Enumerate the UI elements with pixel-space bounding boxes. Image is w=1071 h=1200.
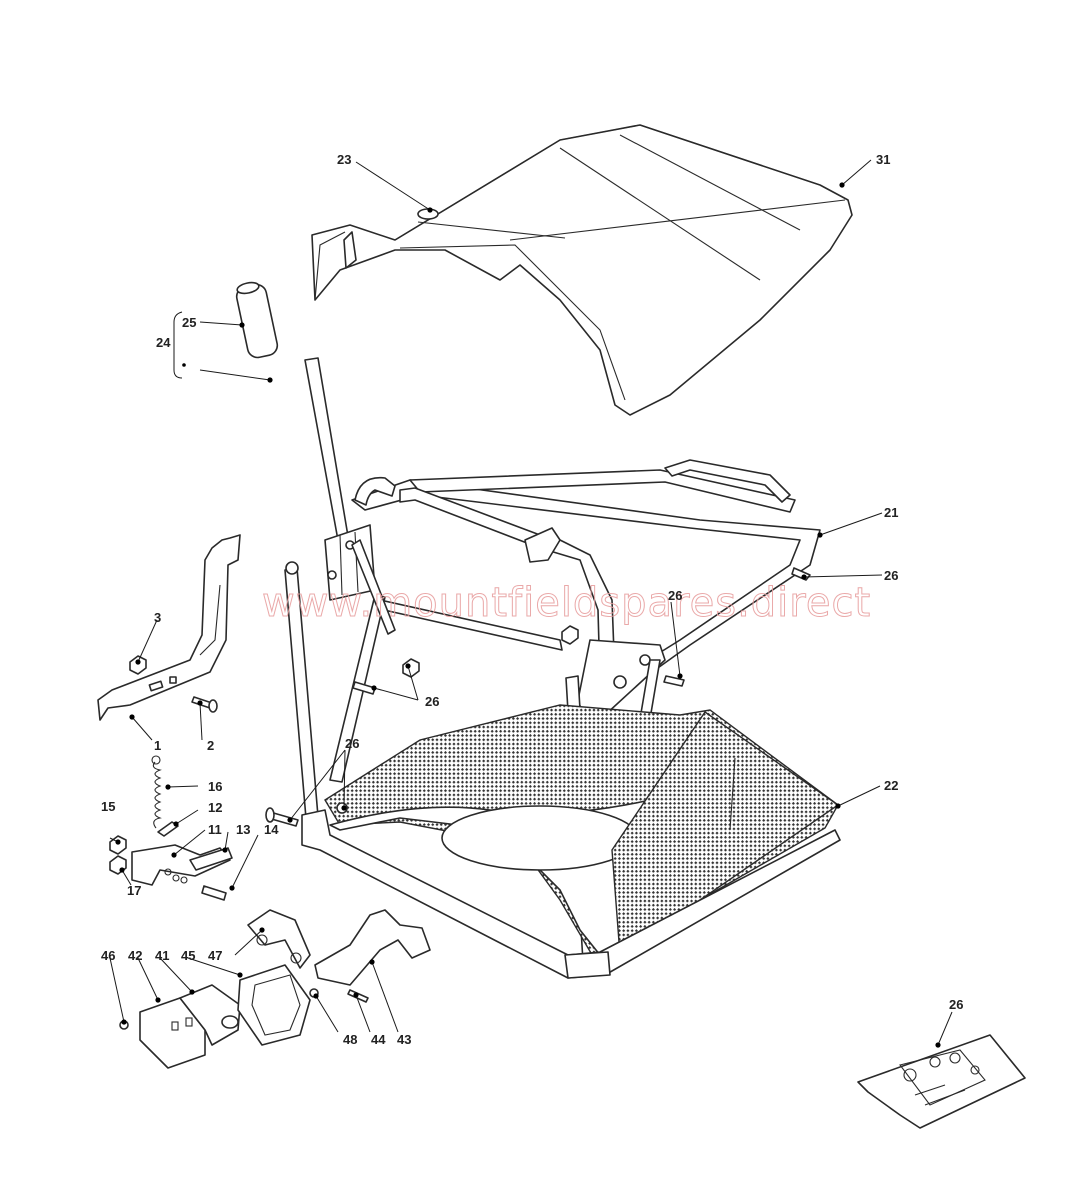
- latch-assembly: [119, 909, 431, 1069]
- bolt-part-12: [157, 821, 179, 837]
- grass-collector-bag: [301, 704, 841, 979]
- bolt-part-14: [201, 885, 227, 901]
- callout-24: 24: [156, 335, 171, 350]
- lever-handle-assembly: [235, 281, 353, 563]
- leader-lines: [109, 159, 953, 1046]
- callout-46: 46: [101, 948, 115, 963]
- latch-plates: [131, 844, 233, 886]
- callout-16: 16: [208, 779, 222, 794]
- callout-14: 14: [264, 822, 279, 837]
- callout-42: 42: [128, 948, 142, 963]
- grass-box-cover: [311, 124, 853, 416]
- nut-part-3: [129, 655, 147, 675]
- callout-25: 25: [182, 315, 196, 330]
- spring-part-16: [151, 755, 162, 829]
- callout-17: 17: [127, 883, 141, 898]
- callout-13: 13: [236, 822, 250, 837]
- callout-44: 44: [371, 1032, 386, 1047]
- callout-23: 23: [337, 152, 351, 167]
- callout-labels: 23 31 25 24 21 26 26 26 26 26 3 1 2 16 1…: [101, 152, 963, 1047]
- callout-2: 2: [207, 738, 214, 753]
- callout-47: 47: [208, 948, 222, 963]
- callout-26: 26: [949, 997, 963, 1012]
- callout-11: 11: [208, 822, 222, 837]
- callout-26: 26: [345, 736, 359, 751]
- callout-45: 45: [181, 948, 195, 963]
- side-bracket: [97, 534, 241, 721]
- callout-43: 43: [397, 1032, 411, 1047]
- callout-1: 1: [154, 738, 161, 753]
- callout-48: 48: [343, 1032, 357, 1047]
- callout-41: 41: [155, 948, 169, 963]
- callout-26: 26: [884, 568, 898, 583]
- hardware-bag: [857, 1034, 1026, 1129]
- callout-3: 3: [154, 610, 161, 625]
- watermark-text: www.mountfieldspares.direct: [262, 580, 871, 626]
- callout-21: 21: [884, 505, 898, 520]
- callout-26: 26: [425, 694, 439, 709]
- callout-22: 22: [884, 778, 898, 793]
- callout-12: 12: [208, 800, 222, 815]
- callout-26: 26: [668, 588, 682, 603]
- bolt-part-2: [191, 696, 218, 713]
- callout-31: 31: [876, 152, 890, 167]
- callout-15: 15: [101, 799, 115, 814]
- leader-dots: [115, 182, 941, 1048]
